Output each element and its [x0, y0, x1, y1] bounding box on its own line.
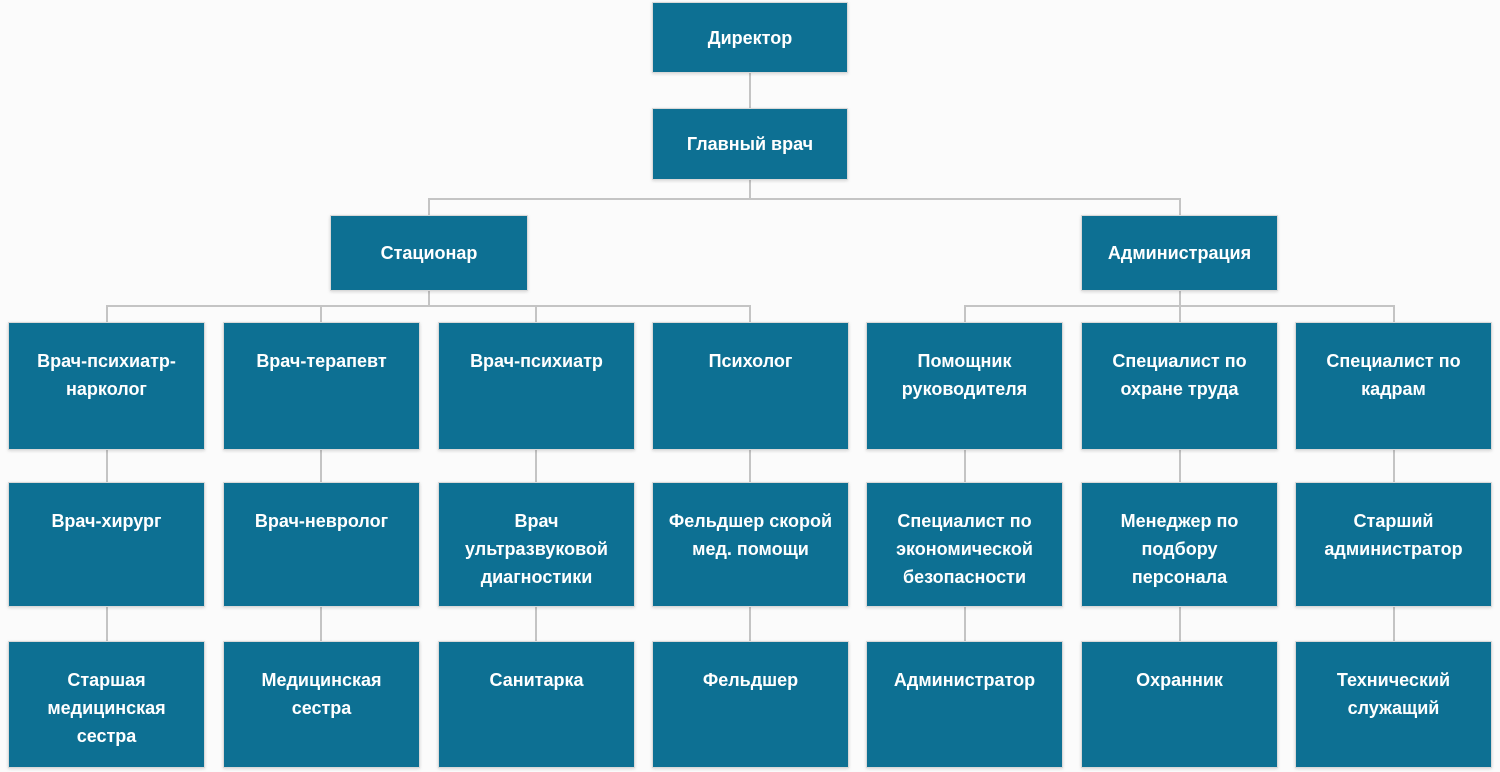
connector-line	[749, 305, 751, 322]
connector-line	[1179, 291, 1181, 307]
org-node-col6-bottom: Охранник	[1081, 641, 1278, 768]
connector-line	[1179, 305, 1181, 322]
org-node-director: Директор	[652, 2, 848, 73]
org-node-col5-bottom: Администратор	[866, 641, 1063, 768]
connector-line	[320, 450, 322, 482]
org-node-col2-middle: Врач-невролог	[223, 482, 420, 607]
org-node-chief-doctor: Главный врач	[652, 108, 848, 180]
org-node-col7-middle: Старший администратор	[1295, 482, 1492, 607]
connector-line	[106, 607, 108, 641]
org-node-col4-bottom: Фельдшер	[652, 641, 849, 768]
connector-line	[749, 180, 751, 200]
org-node-col1-bottom: Старшая медицинская сестра	[8, 641, 205, 768]
connector-line	[428, 291, 430, 307]
org-node-col6-middle: Менеджер по подбору персонала	[1081, 482, 1278, 607]
connector-line	[964, 305, 966, 322]
org-node-col7-top: Специалист по кадрам	[1295, 322, 1492, 450]
connector-line	[535, 607, 537, 641]
connector-line	[964, 607, 966, 641]
connector-line	[535, 305, 537, 322]
connector-line	[320, 305, 322, 322]
connector-line	[749, 607, 751, 641]
connector-line	[428, 198, 430, 215]
connector-line	[1179, 607, 1181, 641]
org-node-col5-middle: Специалист по экономической безопасности	[866, 482, 1063, 607]
connector-line	[535, 450, 537, 482]
org-node-col4-top: Психолог	[652, 322, 849, 450]
org-node-col5-top: Помощник руководителя	[866, 322, 1063, 450]
org-node-col2-bottom: Медицинская сестра	[223, 641, 420, 768]
connector-line	[320, 607, 322, 641]
connector-line	[106, 450, 108, 482]
connector-line	[106, 305, 108, 322]
connector-line	[749, 73, 751, 108]
connector-line	[1393, 450, 1395, 482]
org-node-col3-top: Врач-психиатр	[438, 322, 635, 450]
connector-line	[964, 450, 966, 482]
connector-line	[1393, 305, 1395, 322]
org-node-administration: Администрация	[1081, 215, 1278, 291]
connector-line	[1179, 450, 1181, 482]
org-node-col2-top: Врач-терапевт	[223, 322, 420, 450]
connector-line	[428, 198, 1180, 200]
connector-line	[749, 450, 751, 482]
org-node-col3-bottom: Санитарка	[438, 641, 635, 768]
org-node-col3-middle: Врач ультразвуковой диагностики	[438, 482, 635, 607]
org-node-col1-top: Врач-психиатр- нарколог	[8, 322, 205, 450]
connector-line	[106, 305, 751, 307]
org-node-stationar: Стационар	[330, 215, 528, 291]
connector-line	[1179, 198, 1181, 215]
org-node-col6-top: Специалист по охране труда	[1081, 322, 1278, 450]
org-node-col1-middle: Врач-хирург	[8, 482, 205, 607]
org-node-col4-middle: Фельдшер скорой мед. помощи	[652, 482, 849, 607]
org-node-col7-bottom: Технический служащий	[1295, 641, 1492, 768]
connector-line	[1393, 607, 1395, 641]
